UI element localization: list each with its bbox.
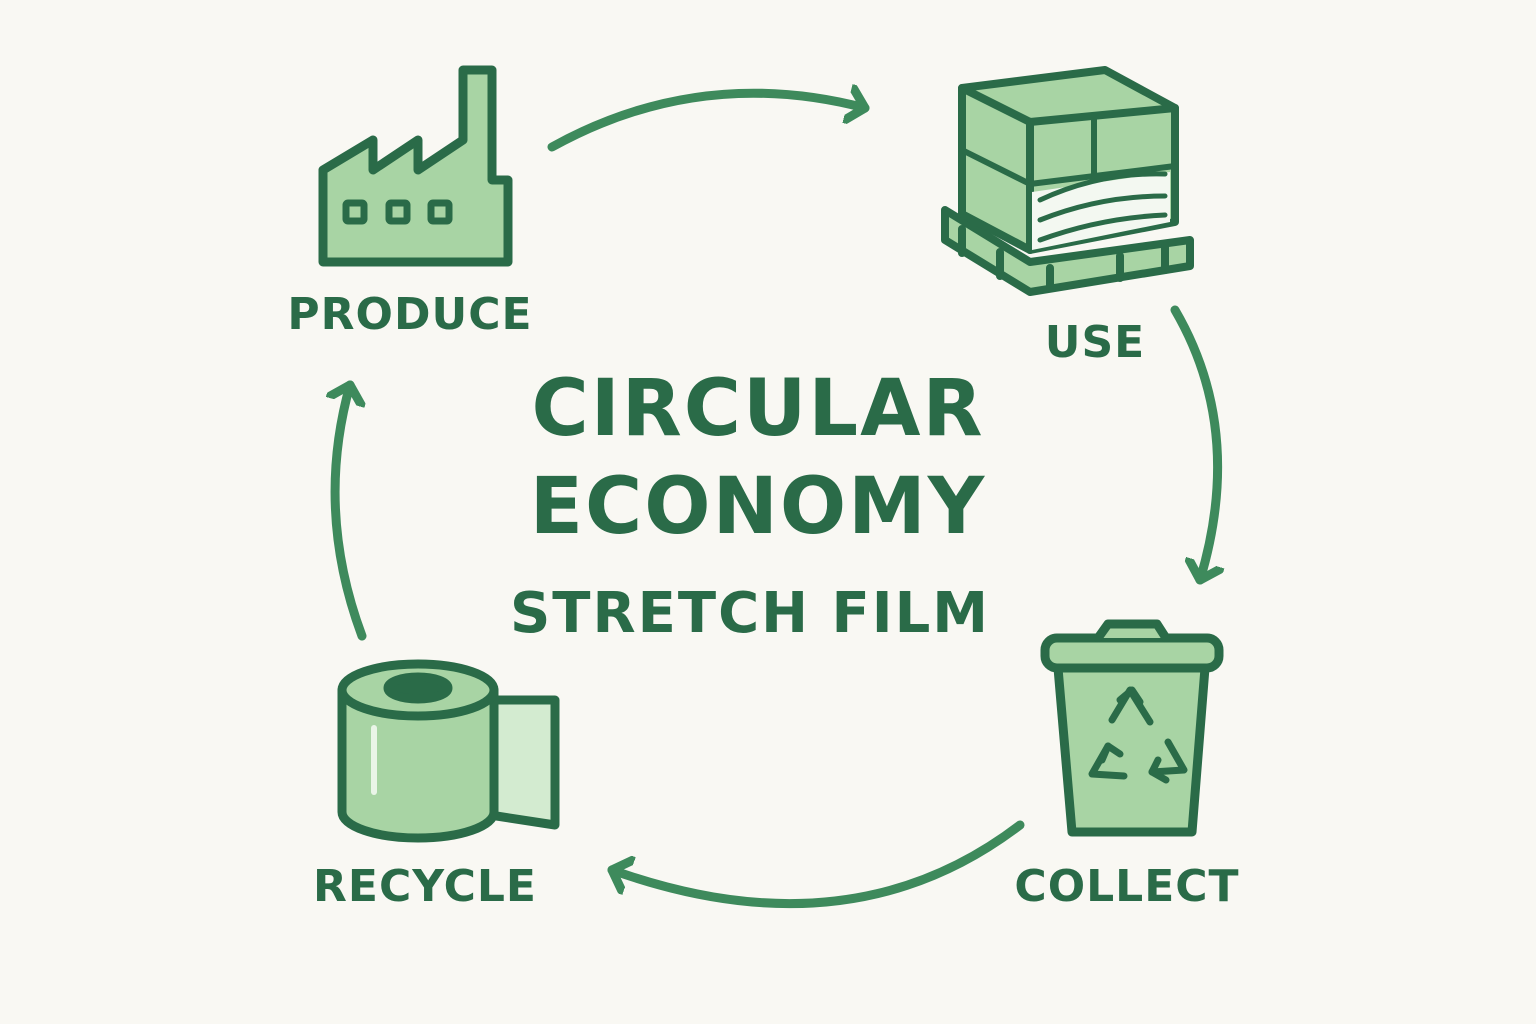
factory-icon	[318, 65, 513, 267]
recycle-bin-icon	[1040, 619, 1224, 837]
arrow-collect-to-recycle	[607, 820, 1025, 909]
stage-label-produce: PRODUCE	[287, 289, 533, 340]
film-roll-icon	[337, 659, 560, 843]
subtitle: STRETCH FILM	[509, 581, 991, 646]
stage-label-collect: COLLECT	[1014, 861, 1240, 912]
wrapped-pallet-icon	[941, 66, 1194, 296]
arrow-use-to-collect	[1170, 305, 1218, 585]
arrow-produce-to-use	[547, 93, 870, 152]
stage-label-recycle: RECYCLE	[313, 861, 537, 912]
recycle-symbol-icon	[1088, 686, 1188, 784]
title-line-2: ECONOMY	[529, 462, 987, 552]
title-line-1: CIRCULAR	[531, 364, 985, 454]
arrow-recycle-to-produce	[335, 380, 367, 641]
stage-label-use: USE	[1044, 317, 1146, 368]
